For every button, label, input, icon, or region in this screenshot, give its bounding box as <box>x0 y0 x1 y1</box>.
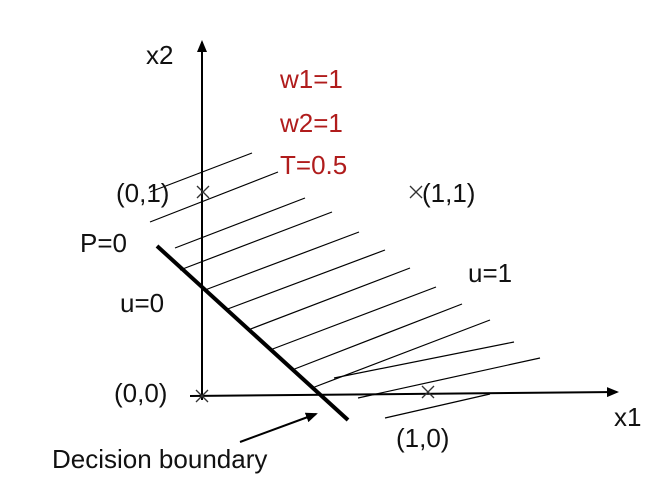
hatch-line <box>333 341 515 379</box>
param-w2: w2=1 <box>279 108 343 138</box>
hatch-line <box>247 267 411 331</box>
boundary-caption: Decision boundary <box>52 444 267 474</box>
decision-boundary-line <box>155 244 350 422</box>
x-axis <box>189 387 619 398</box>
point-label-0-0: (0,0) <box>114 378 167 408</box>
point-label-0-1: (0,1) <box>116 178 169 208</box>
region-label-u1: u=1 <box>468 258 512 288</box>
boundary-equation-label: P=0 <box>80 228 127 258</box>
point-marker-0-0 <box>195 389 209 403</box>
point-label-1-1: (1,1) <box>422 178 475 208</box>
hatch-line <box>179 211 333 271</box>
hatch-line <box>291 303 463 371</box>
hatch-line <box>357 357 541 399</box>
hatch-line <box>311 319 491 389</box>
hatch-line <box>149 171 279 223</box>
region-label-u0: u=0 <box>120 288 164 318</box>
point-marker-0-1 <box>196 185 210 199</box>
param-threshold: T=0.5 <box>280 150 347 180</box>
point-marker-1-1 <box>409 185 423 199</box>
hatch-line <box>269 286 437 351</box>
hatched-region <box>149 152 541 419</box>
hatch-line <box>384 393 491 419</box>
hatch-line <box>174 197 306 249</box>
point-marker-1-0 <box>421 385 435 399</box>
point-label-1-0: (1,0) <box>396 423 449 453</box>
param-w1: w1=1 <box>279 64 343 94</box>
hatch-line <box>224 249 386 311</box>
boundary-pointer-arrow <box>239 412 318 443</box>
hatch-line <box>204 231 360 291</box>
x-axis-label: x1 <box>614 402 641 432</box>
y-axis-label: x2 <box>146 40 173 70</box>
